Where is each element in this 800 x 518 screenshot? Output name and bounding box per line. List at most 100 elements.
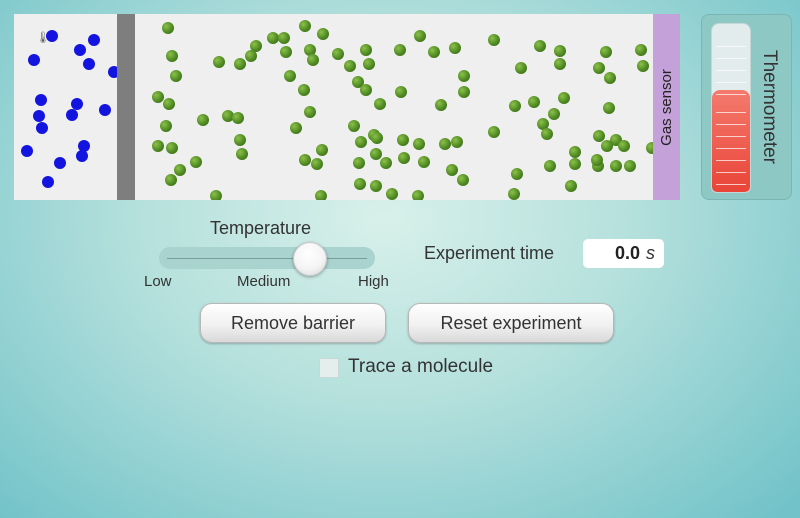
blue-molecule [54,157,66,169]
green-molecule [355,136,367,148]
green-molecule [174,164,186,176]
green-molecule [395,86,407,98]
green-molecule [317,28,329,40]
green-molecule [162,22,174,34]
green-molecule [601,140,613,152]
reset-experiment-button[interactable]: Reset experiment [408,303,614,343]
green-molecule [152,140,164,152]
green-molecule [435,99,447,111]
green-molecule [458,70,470,82]
green-molecule [267,32,279,44]
green-molecule [353,157,365,169]
green-molecule [160,120,172,132]
green-molecule [558,92,570,104]
green-molecule [236,148,248,160]
blue-molecule [36,122,48,134]
experiment-time-unit: s [646,243,655,263]
temperature-slider-line [167,258,367,259]
blue-molecule [21,145,33,157]
green-molecule [166,50,178,62]
green-molecule [304,106,316,118]
temperature-title: Temperature [210,218,312,238]
green-molecule [371,132,383,144]
green-molecule [528,96,540,108]
green-molecule [603,102,615,114]
green-molecule [245,50,257,62]
green-molecule [210,190,222,200]
green-molecule [370,148,382,160]
green-molecule [488,34,500,46]
green-molecule [348,120,360,132]
green-molecule [593,62,605,74]
blue-molecule [35,94,47,106]
green-molecule [234,58,246,70]
green-molecule [544,160,556,172]
green-molecule [380,157,392,169]
blue-molecule [33,110,45,122]
blue-molecule [71,98,83,110]
green-molecule [250,40,262,52]
slider-label-medium: Medium [237,273,291,290]
green-molecule [278,32,290,44]
green-molecule [354,178,366,190]
green-molecule [458,86,470,98]
barrier-wall [117,14,135,200]
green-molecule [554,45,566,57]
green-molecule [234,134,246,146]
blue-molecule [74,44,86,56]
slider-label-low: Low [144,273,172,290]
blue-molecule [28,54,40,66]
green-molecule [316,144,328,156]
green-molecule [511,168,523,180]
trace-molecule-label[interactable]: Trace a molecule [348,356,494,377]
green-molecule [488,126,500,138]
gas-container: 🌡 Gas sensor [14,14,680,200]
green-molecule [363,58,375,70]
green-molecule [284,70,296,82]
green-molecule [213,56,225,68]
green-molecule [232,112,244,124]
green-molecule [637,60,649,72]
thermometer-panel: Thermometer [701,14,792,200]
green-molecule [397,134,409,146]
green-molecule [428,46,440,58]
trace-molecule-checkbox[interactable] [319,358,339,378]
green-molecule [280,46,292,58]
green-molecule [165,174,177,186]
experiment-time-label: Experiment time [424,243,555,263]
green-molecule [152,91,164,103]
green-molecule [360,84,372,96]
green-molecule [593,130,605,142]
green-molecule [398,152,410,164]
thermometer-tube [711,23,751,193]
green-molecule [298,84,310,96]
green-molecule [569,158,581,170]
blue-molecule [42,176,54,188]
green-molecule [299,154,311,166]
green-molecule [446,164,458,176]
gas-sensor-label: Gas sensor [658,68,676,146]
temperature-slider-thumb[interactable] [293,242,327,276]
green-molecule [537,118,549,130]
green-molecule [332,48,344,60]
green-molecule [307,54,319,66]
green-molecule [569,146,581,158]
green-molecule [508,188,520,200]
green-molecule [222,110,234,122]
blue-molecule [66,109,78,121]
green-molecule [166,142,178,154]
blue-molecule [99,104,111,116]
green-molecule [618,140,630,152]
green-molecule [515,62,527,74]
blue-molecule [76,150,88,162]
green-molecule [344,60,356,72]
green-molecule [412,190,424,200]
remove-barrier-button[interactable]: Remove barrier [200,303,386,343]
slider-label-high: High [358,273,389,290]
blue-molecule [78,140,90,152]
green-molecule [170,70,182,82]
green-molecule [304,44,316,56]
green-molecule [565,180,577,192]
green-molecule [541,128,553,140]
blue-molecule [46,30,58,42]
